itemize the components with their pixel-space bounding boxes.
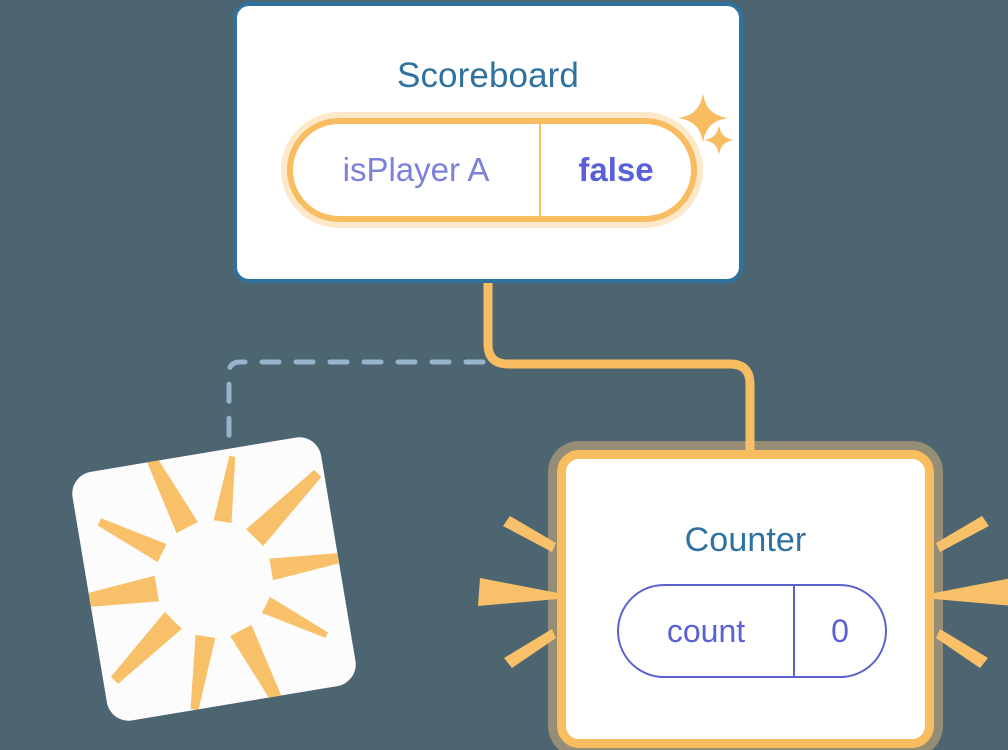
counter-pill-count[interactable]: count 0 [617, 584, 887, 678]
counter-pill-value: 0 [831, 612, 849, 649]
counter-title: Counter [684, 521, 807, 559]
scoreboard-pill-key: isPlayer A [293, 124, 541, 216]
scoreboard-card[interactable]: Scoreboard isPlayer A false [233, 2, 743, 283]
counter-burst-rays-left-icon [478, 516, 558, 668]
counter-pill-key: count [619, 586, 795, 676]
blank-card-burst-rays-icon [68, 452, 353, 711]
connector-scoreboard-to-counter [483, 282, 755, 462]
scoreboard-pill-value: false [578, 151, 654, 188]
counter-burst-rays-right-icon [934, 516, 1008, 668]
blank-card[interactable] [68, 433, 360, 725]
scoreboard-title: Scoreboard [397, 56, 579, 95]
counter-card[interactable]: Counter count 0 [557, 450, 934, 748]
scoreboard-pill-isplayer-a[interactable]: isPlayer A false [287, 118, 697, 222]
